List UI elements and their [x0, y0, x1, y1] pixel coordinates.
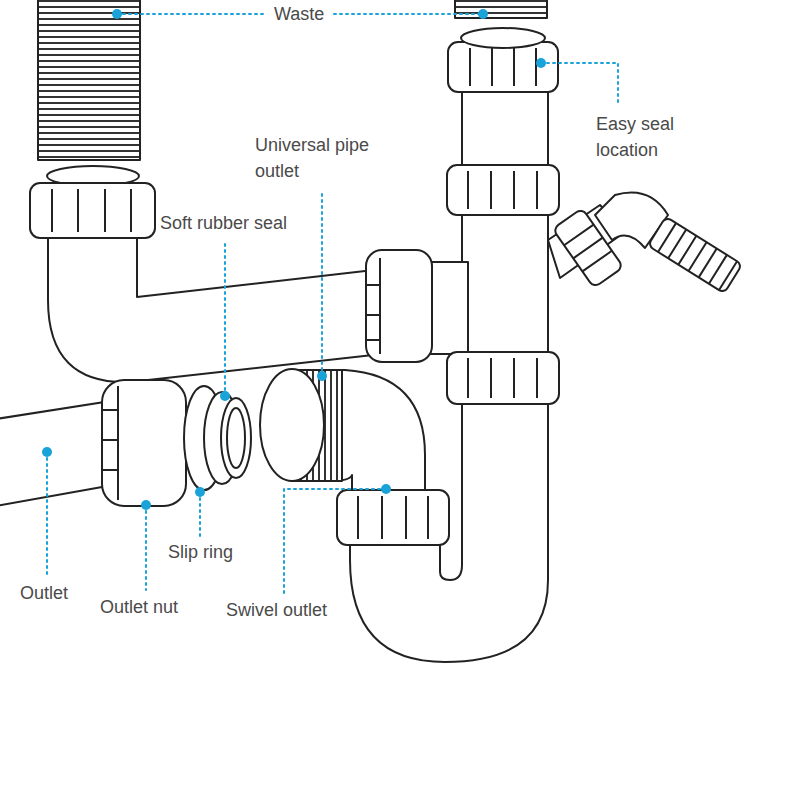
part-label: Outlet nut [98, 594, 180, 620]
part-label: Outlet [18, 580, 70, 606]
leader-lines [47, 14, 618, 593]
part-label: Slip ring [166, 539, 235, 565]
part-label: Easy seal location [594, 111, 710, 163]
part-label: Swivel outlet [224, 597, 329, 623]
part-label: Universal pipe outlet [253, 132, 399, 184]
leader-dots [42, 9, 546, 510]
part-label: Soft rubber seal [158, 210, 289, 236]
part-label: Waste [272, 1, 326, 27]
trap-drawing [0, 0, 742, 662]
